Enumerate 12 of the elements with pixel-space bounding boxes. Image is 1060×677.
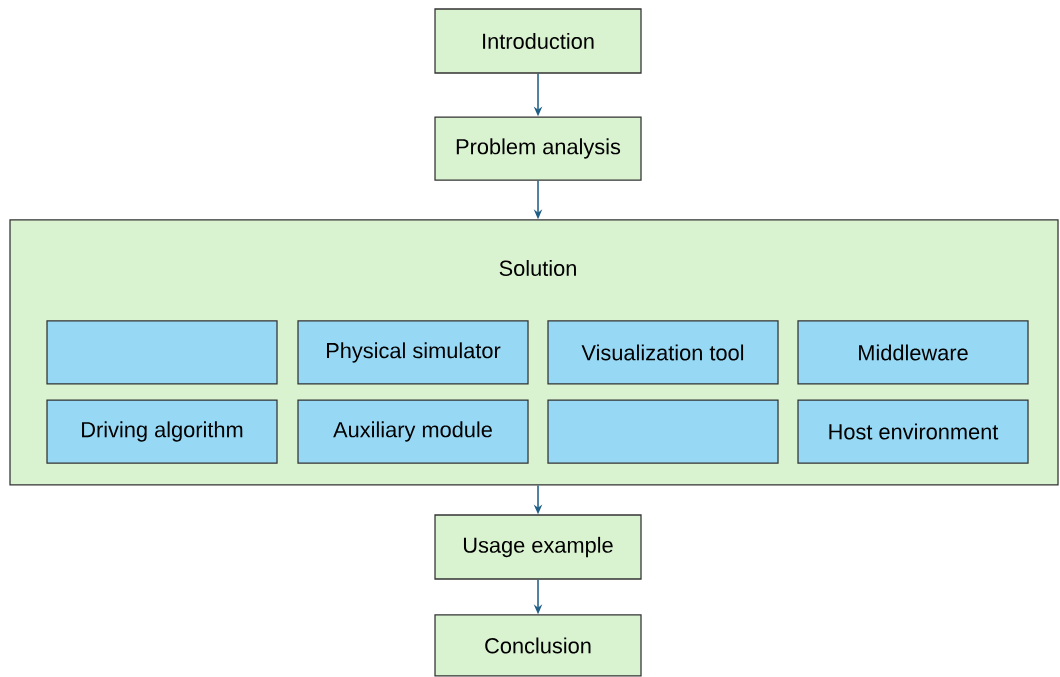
- empty-box: [46, 320, 278, 385]
- module-box: Middleware: [797, 320, 1029, 385]
- process-box: Problem analysis: [434, 116, 642, 181]
- module-box: Visualization tool: [547, 320, 779, 385]
- module-box: Auxiliary module: [297, 399, 529, 464]
- process-box: Usage example: [434, 514, 642, 580]
- process-box: Conclusion: [434, 614, 642, 677]
- module-box: Physical simulator: [297, 320, 529, 385]
- module-box: Host environment: [797, 399, 1029, 464]
- empty-box: [547, 399, 779, 464]
- module-box: Driving algorithm: [46, 399, 278, 464]
- process-box: Introduction: [434, 8, 642, 74]
